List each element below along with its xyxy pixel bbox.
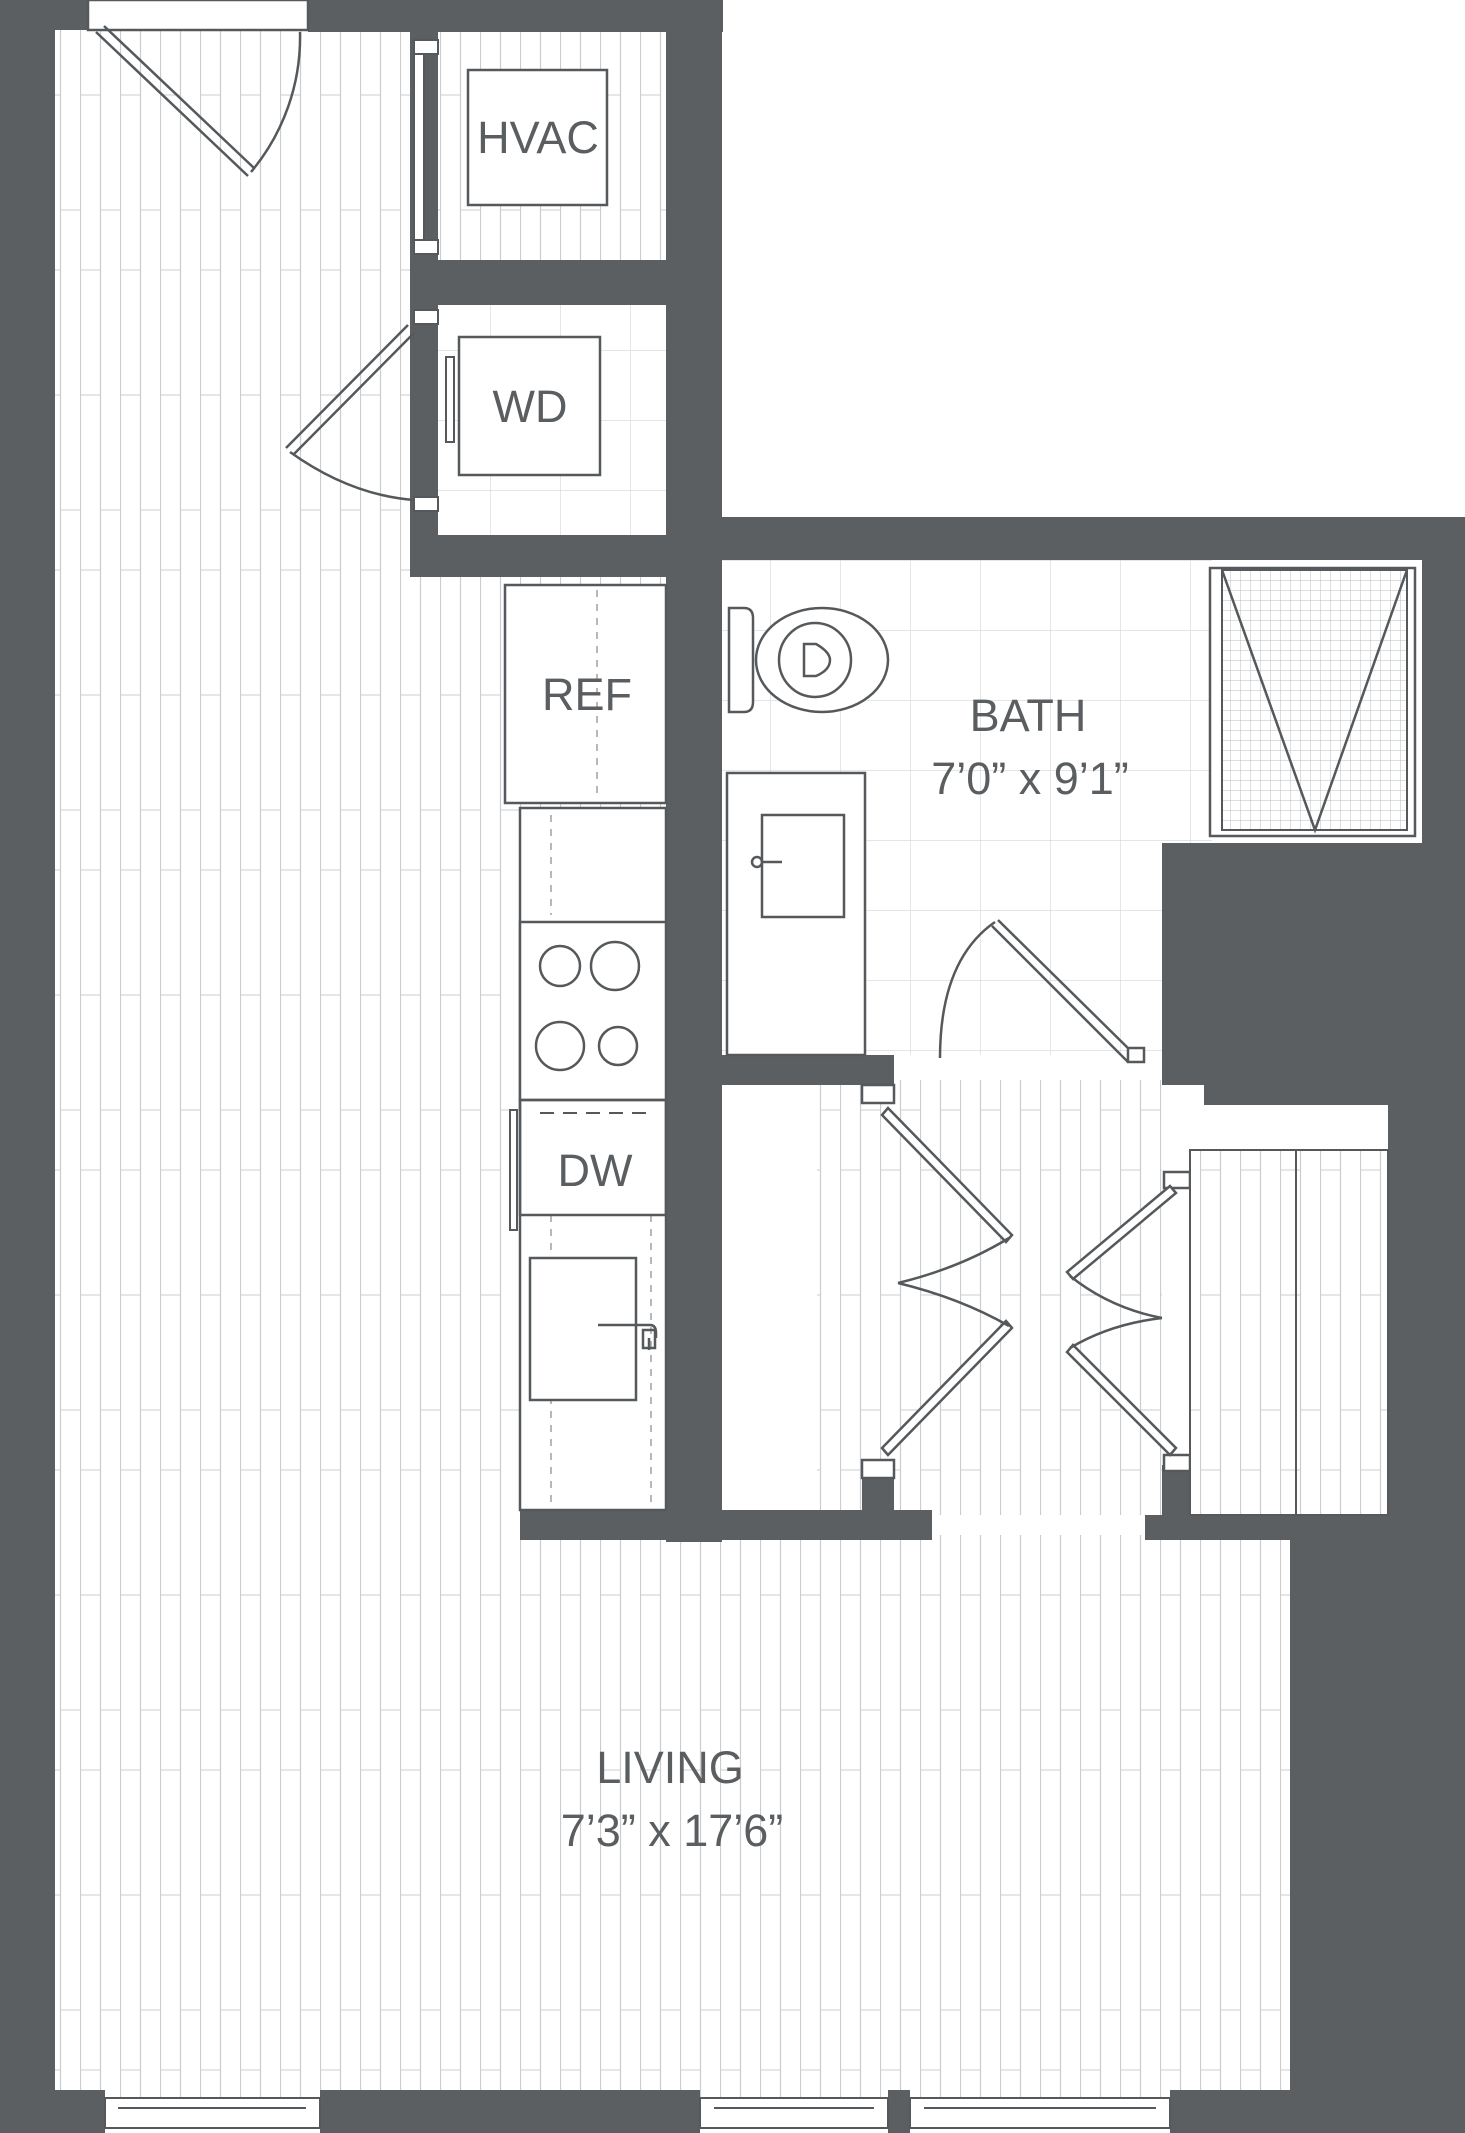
wall-south-mid [320,2090,700,2133]
cooktop-icon [518,920,668,1102]
wall-recess-block [1204,883,1465,1105]
hvac-door-panel [413,53,425,241]
bath-dimensions: 7’0” x 9’1” [931,753,1129,804]
hvac-closet: HVAC [413,39,609,255]
wd-handle [445,356,455,443]
wd-door-jamb-bottom [413,496,439,512]
kitchen-sink-icon [528,1256,658,1402]
wall-living-south-right [1145,1515,1290,1540]
wall-north-left [0,0,88,30]
wd-closet: WD [285,309,602,512]
living-dimensions: 7’3” x 17’6” [561,1805,784,1856]
bath-sink-icon [725,771,867,1057]
bath-label: BATH [970,690,1087,741]
hvac-door-jamb-bottom [413,239,439,255]
shower-icon [1208,566,1417,838]
living-label: LIVING [596,1742,744,1793]
wd-door-swing-icon [285,324,415,502]
toilet-icon [727,606,890,714]
window-3 [909,2097,1171,2129]
wall-bath-east-stub [1162,843,1204,1085]
dw-handle [509,1109,518,1231]
window-1 [104,2097,321,2129]
wall-bath-south [666,1055,862,1085]
bath-door-swing-icon [938,919,1146,1064]
wall-east-living [1290,1515,1465,2133]
wall-south-left [0,2090,105,2133]
refrigerator [503,583,668,805]
wall-core-east [666,32,722,1542]
wd-door-jamb-top [413,309,439,325]
closet-right [1189,1149,1389,1516]
closet-door-left [860,1083,1014,1480]
closet-shelf-left [722,1085,817,1510]
wall-north-right [308,0,723,32]
door-swing-icon [95,25,302,177]
main-floor [55,30,410,2105]
closet-door-right [1065,1170,1192,1473]
wall-shower-south [1162,843,1465,883]
wall-west [0,0,55,2133]
dw-label: DW [558,1145,633,1196]
living-floor [405,1535,1290,2105]
entry-door [86,0,310,177]
wall-bath-north [666,517,1465,560]
kitchen: REF DW [503,583,668,1512]
hvac-label: HVAC [477,112,599,163]
hvac-unit [466,68,609,207]
wall-south-right [1170,2090,1465,2133]
hvac-door-jamb-top [413,39,439,55]
living-room: LIVING 7’3” x 17’6” [561,1742,784,1856]
wall-south-mull [888,2090,910,2133]
ref-label: REF [542,669,632,720]
wd-label: WD [493,381,568,432]
washer-dryer-unit [457,335,602,477]
bathroom: BATH 7’0” x 9’1” [725,566,1417,1064]
windows [104,2097,1171,2129]
window-2 [699,2097,889,2129]
dishwasher: DW [509,1098,668,1231]
closets [722,1083,1389,1516]
